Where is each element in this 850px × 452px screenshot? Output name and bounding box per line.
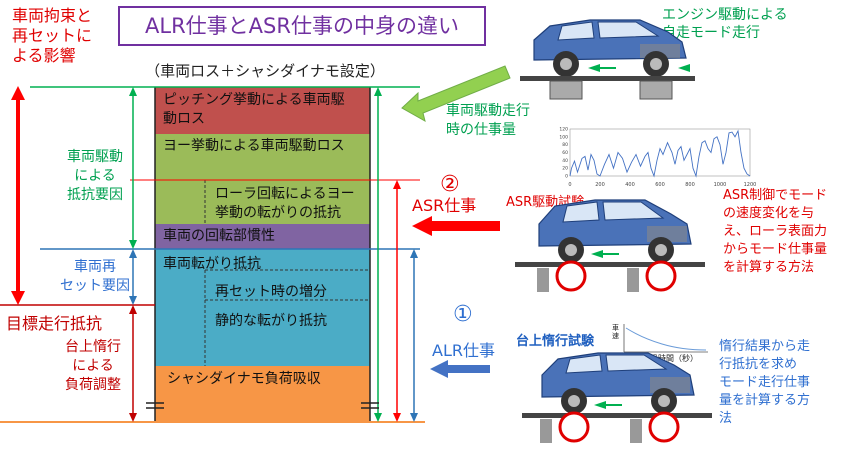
- asr-description: ASR制御でモード の速度変化を与 え、ローラ表面力 からモード仕事量 を計算す…: [723, 188, 828, 275]
- band-rotational: 車両の回転部慣性: [155, 224, 370, 249]
- asr-number: ②: [440, 172, 460, 197]
- page-title: ALR仕事とASR仕事の中身の違い: [118, 6, 486, 46]
- band-chassis-absorb: シャシダイナモ負荷吸収: [155, 366, 370, 422]
- speed-chart-x-tick: 400: [625, 182, 635, 188]
- speed-chart-x-tick: 1000: [714, 182, 727, 188]
- target-resistance-label: 目標走行抵抗: [6, 314, 103, 333]
- car-rig-middle: [515, 199, 705, 292]
- alr-work-label: ALR仕事: [432, 341, 495, 360]
- car-rig-bottom: [522, 352, 712, 443]
- middle-rear-roller: [555, 260, 587, 292]
- speed-chart-x-tick: 600: [655, 182, 665, 188]
- coast-test-label: 台上惰行試験: [516, 334, 595, 349]
- coast-graph-axes: [623, 324, 708, 353]
- vehicle-work-note: 車両駆動走行 時の仕事量: [446, 103, 530, 138]
- bottom-rear-roller: [558, 411, 590, 443]
- coast-graph-xlabel: 経過時間（秒）: [642, 354, 698, 363]
- band-rolling-label: 車両転がり抵抗: [163, 256, 261, 272]
- column-heading: （車両ロス＋シャシダイナモ設定）: [145, 62, 385, 80]
- constraint-reset-note: 車両拘束と 再セットに よる影響: [12, 6, 93, 65]
- band-pitching-label: ピッチング挙動による車両駆 動ロス: [163, 92, 345, 127]
- speed-chart-y-tick: 40: [562, 158, 568, 164]
- speed-chart-y-tick: 0: [565, 174, 568, 180]
- band-static-rolling-label: 静的な転がり抵抗: [215, 313, 327, 329]
- bottom-front-roller: [648, 411, 680, 443]
- drive-resistance-label: 車両駆動 による 抵抗要因: [67, 149, 123, 203]
- band-rolling: 車両転がり抵抗: [155, 249, 370, 366]
- speed-chart-x-tick: 800: [685, 182, 695, 188]
- speed-chart-x-tick: 0: [568, 182, 571, 188]
- speed-chart-x-tick: 200: [595, 182, 605, 188]
- car-rig-top: [520, 19, 695, 100]
- alr-number: ①: [453, 302, 473, 327]
- speed-chart-x-tick: 1200: [744, 182, 756, 188]
- asr-work-label: ASR仕事: [412, 196, 477, 215]
- band-chassis-absorb-label: シャシダイナモ負荷吸収: [167, 371, 321, 387]
- speed-chart-y-tick: 60: [562, 150, 568, 156]
- engine-drive-note: エンジン駆動による 自走モード走行: [662, 7, 788, 41]
- band-reset-increment-label: 再セット時の増分: [215, 284, 327, 300]
- band-yaw: ヨー挙動による車両駆動ロス: [155, 134, 370, 224]
- coastdown-adjust-label: 台上惰行 による 負荷調整: [65, 339, 121, 393]
- coast-graph: 車 速 経過時間（秒）: [612, 322, 712, 364]
- speed-chart-y-tick: 120: [559, 127, 568, 133]
- middle-front-roller: [645, 260, 677, 292]
- band-rotational-label: 車両の回転部慣性: [163, 228, 275, 244]
- speed-chart-y-tick: 80: [562, 142, 568, 148]
- speed-chart-frame: [569, 128, 751, 177]
- speed-chart-y-tick: 20: [562, 166, 568, 172]
- band-roller-label: ローラ回転によるヨー 挙動の転がりの抵抗: [215, 186, 355, 221]
- coast-graph-ylabel: 車 速: [612, 324, 619, 340]
- band-yaw-label: ヨー挙動による車両駆動ロス: [163, 138, 345, 154]
- band-pitching: ピッチング挙動による車両駆 動ロス: [155, 87, 370, 134]
- reset-factor-label: 車両再 セット要因: [60, 259, 130, 294]
- speed-chart-y-tick: 100: [559, 134, 568, 140]
- speed-trace-line: [569, 129, 751, 178]
- coast-description: 惰行結果から走 行抵抗を求め モード走行仕事 量を計算する方 法: [719, 339, 811, 426]
